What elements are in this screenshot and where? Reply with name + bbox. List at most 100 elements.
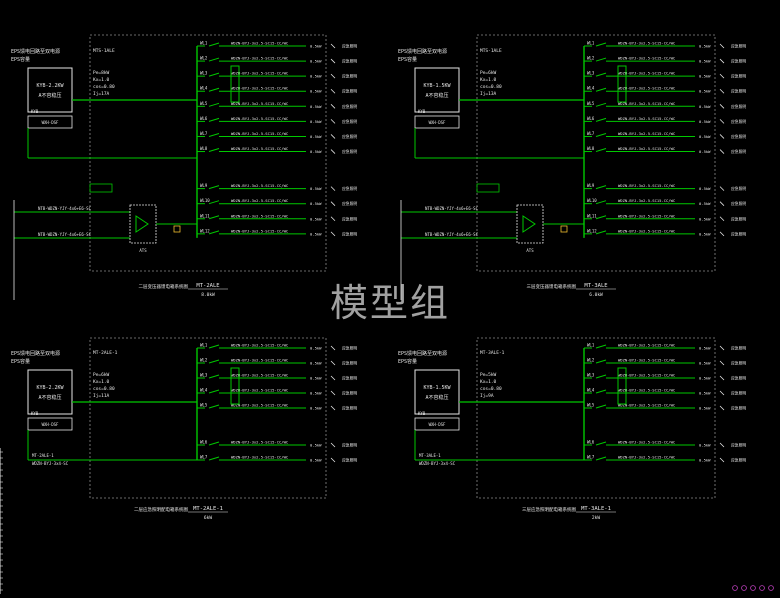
circuit-number-label: WL12 <box>587 228 597 233</box>
circuit-end-mark <box>330 457 336 463</box>
ups-model-label: KYB-2.2KW <box>36 83 64 89</box>
ups-box-tag: KYB <box>418 411 426 416</box>
ups-box <box>27 67 73 113</box>
circuit-breaker-symbol <box>595 102 607 107</box>
circuit-end-mark <box>330 149 336 154</box>
circuit-desc-label: 应急照明 <box>342 201 357 206</box>
corner-marker-circle <box>750 585 756 591</box>
circuit-cable-label: WDZN-BYJ-3x2.5-SC15-CC/WC <box>618 131 675 136</box>
ups-box <box>414 67 460 113</box>
circuit-number-label: WL4 <box>200 388 208 393</box>
green-tag-box <box>89 183 113 193</box>
circuit-cable-label: WDZN-BYJ-3x2.5-SC15-CC/WC <box>618 343 675 348</box>
load-param-label: Ij=17A <box>93 91 110 97</box>
circuit-end-mark <box>719 186 725 191</box>
circuit-end-mark <box>719 442 725 448</box>
incoming-cable-1-label: MT-2ALE-1 <box>32 453 54 458</box>
circuit-breaker-symbol <box>208 102 220 107</box>
circuit-power-label: 0.5kW <box>699 186 711 191</box>
circuit-breaker-symbol <box>595 374 607 379</box>
circuit-desc-label: 应急照明 <box>342 443 357 448</box>
circuit-desc-label: 应急照明 <box>342 458 357 463</box>
ups-model-label: KYB-1.5KW <box>423 83 451 89</box>
panel-capacity-label: 2kW <box>592 515 600 521</box>
circuit-number-label: WL10 <box>200 198 210 203</box>
load-param-label: cos=0.80 <box>480 84 502 90</box>
ats-switch-symbol <box>135 215 149 233</box>
circuit-power-label: 0.5kW <box>699 231 711 236</box>
circuit-cable-label: WDZN-BYJ-3x2.5-SC15-CC/WC <box>231 198 288 203</box>
panel-id-label: MT-3ALE <box>584 283 607 289</box>
feeder-id-label: MT-3ALE-1 <box>480 350 505 356</box>
circuit-power-label: 0.5kW <box>310 89 322 94</box>
circuit-breaker-symbol <box>208 200 220 205</box>
circuit-number-label: WL11 <box>587 213 597 218</box>
corner-marker-circle <box>741 585 747 591</box>
bus-meter-box <box>617 367 627 405</box>
circuit-end-mark <box>330 119 336 124</box>
circuit-end-mark <box>719 104 725 109</box>
corner-marker-circle <box>732 585 738 591</box>
circuit-power-label: 0.5kW <box>699 74 711 79</box>
circuit-desc-label: 应急照明 <box>731 134 746 139</box>
circuit-desc-label: 应急照明 <box>731 391 746 396</box>
panel-capacity-label: 6kW <box>204 515 212 521</box>
panel-title-label: 三层应急照明配电箱系统图 <box>522 506 576 513</box>
circuit-desc-label: 应急照明 <box>731 346 746 351</box>
circuit-desc-label: 应急照明 <box>342 134 357 139</box>
circuit-power-label: 0.5kW <box>310 44 322 49</box>
panel-dashed-frame <box>476 337 716 499</box>
load-param-label: cos=0.80 <box>480 386 502 392</box>
eps-title-label: EPS馈电回路至双电源 <box>398 350 447 357</box>
circuit-breaker-symbol <box>208 42 220 47</box>
circuit-desc-label: 应急照明 <box>342 361 357 366</box>
ats-switch-symbol <box>522 215 536 233</box>
incoming-cable-2-label: NTB-WDZN-YJY-4x6+E6-SC <box>425 232 479 237</box>
circuit-number-label: WL5 <box>587 101 595 106</box>
circuit-power-label: 0.5kW <box>699 346 711 351</box>
circuit-number-label: WL6 <box>200 116 208 121</box>
circuit-breaker-symbol <box>208 441 220 446</box>
circuit-cable-label: WDZN-BYJ-3x2.5-SC15-CC/WC <box>618 56 675 61</box>
circuit-breaker-symbol <box>208 404 220 409</box>
circuit-power-label: 0.5kW <box>310 216 322 221</box>
circuit-power-label: 0.5kW <box>699 391 711 396</box>
circuit-breaker-symbol <box>595 57 607 62</box>
circuit-cable-label: WDZN-BYJ-3x2.5-SC15-CC/WC <box>231 455 288 460</box>
circuit-desc-label: 应急照明 <box>342 59 357 64</box>
panel-id-label: MT-3ALE-1 <box>581 506 611 512</box>
feeder-id-label: MTS-1ALE <box>93 48 115 54</box>
circuit-end-mark <box>330 201 336 206</box>
feeder-id-label: MTS-1ALE <box>480 48 502 54</box>
circuit-breaker-symbol <box>208 344 220 349</box>
circuit-number-label: WL5 <box>200 101 208 106</box>
circuit-cable-label: WDZN-BYJ-3x2.5-SC15-CC/WC <box>231 213 288 218</box>
circuit-cable-label: WDZN-BYJ-3x2.5-SC15-CC/WC <box>231 71 288 76</box>
incoming-cable-1-label: MT-3ALE-1 <box>419 453 441 458</box>
circuit-desc-label: 应急照明 <box>731 406 746 411</box>
ups-box-tag: KYB <box>31 109 39 114</box>
panel-id-label: MT-2ALE-1 <box>193 506 223 512</box>
circuit-cable-label: WDZN-BYJ-3x2.5-SC15-CC/WC <box>231 440 288 445</box>
circuit-power-label: 0.5kW <box>310 361 322 366</box>
circuit-power-label: 0.5kW <box>310 134 322 139</box>
ups-box-tag: KYB <box>31 411 39 416</box>
circuit-desc-label: 应急照明 <box>342 149 357 154</box>
incoming-cable-1-label: NTB-WDZN-YJY-4x6+E6-SC <box>38 206 92 211</box>
circuit-breaker-symbol <box>595 200 607 205</box>
circuit-number-label: WL11 <box>200 213 210 218</box>
panel-title-label: 二层变压器馈电箱系统图 <box>139 283 189 290</box>
circuit-power-label: 0.5kW <box>310 201 322 206</box>
circuit-desc-label: 应急照明 <box>731 44 746 49</box>
circuit-end-mark <box>719 457 725 463</box>
ups-sub-label: A不容稳压 <box>425 92 448 99</box>
circuit-cable-label: WDZN-BYJ-3x2.5-SC15-CC/WC <box>231 373 288 378</box>
circuit-cable-label: WDZN-BYJ-3x2.5-SC15-CC/WC <box>618 228 675 233</box>
circuit-cable-label: WDZN-BYJ-3x2.5-SC15-CC/WC <box>618 358 675 363</box>
circuit-number-label: WL7 <box>200 131 208 136</box>
circuit-number-label: WL8 <box>587 146 595 151</box>
panel-dashed-frame <box>476 34 716 272</box>
circuit-desc-label: 应急照明 <box>342 376 357 381</box>
load-param-label: Pe=8kW <box>93 70 110 76</box>
